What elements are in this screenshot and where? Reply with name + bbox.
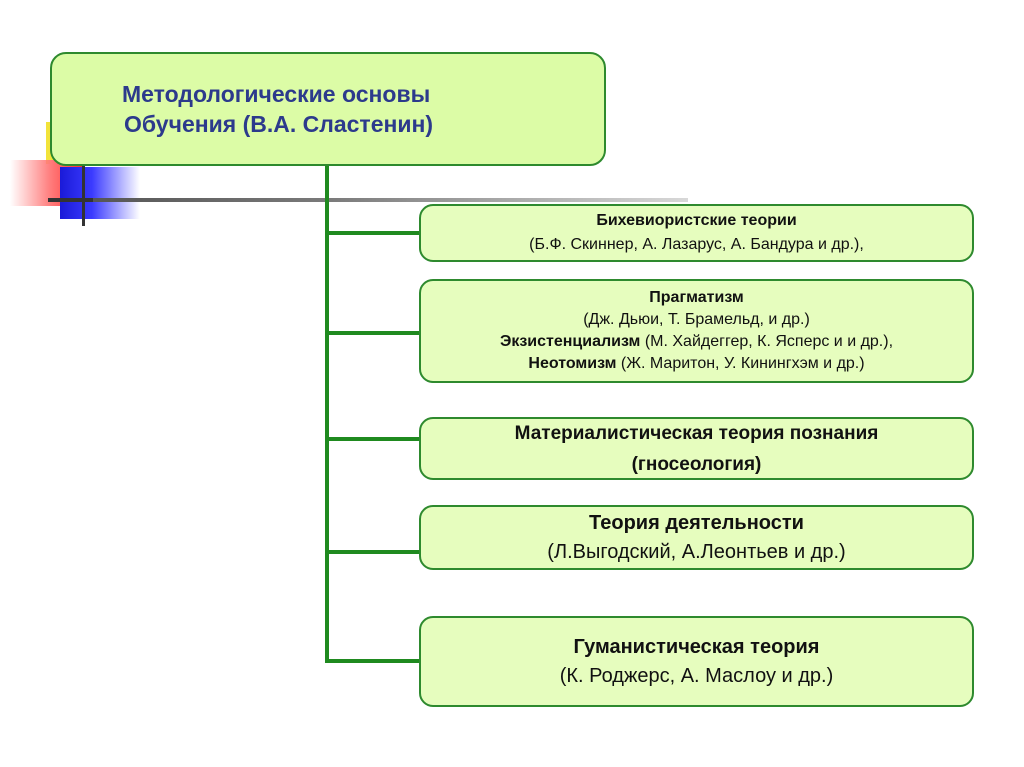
theory-authors: (Б.Ф. Скиннер, А. Лазарус, А. Бандура и … <box>529 236 864 253</box>
theory-authors: (Ж. Маритон, У. Кинингхэм и др.) <box>616 355 865 372</box>
theory-box-materialism: Материалистическая теория познания (гнос… <box>419 417 974 480</box>
theory-heading: Теория деятельности <box>589 511 804 534</box>
theory-authors: (Л.Выгодский, А.Леонтьев и др.) <box>547 540 846 563</box>
theory-line-neothomism: Неотомизм (Ж. Маритон, У. Кинингхэм и др… <box>528 353 864 375</box>
decor-blue-gradient <box>60 167 140 219</box>
theory-authors: (М. Хайдеггер, К. Ясперс и и др.), <box>640 333 894 350</box>
connector-humanistic <box>325 659 421 663</box>
theory-heading: Экзистенциализм <box>499 333 641 350</box>
theory-line-existentialism: Экзистенциализм (М. Хайдеггер, К. Ясперс… <box>500 331 893 353</box>
theory-heading: Материалистическая теория познания <box>514 422 879 444</box>
decor-gray-line <box>88 198 688 202</box>
theory-box-humanistic: Гуманистическая теория (К. Роджерс, А. М… <box>419 616 974 707</box>
theory-subheading: (гносеология) <box>631 453 762 475</box>
connector-materialism <box>325 437 421 441</box>
theory-heading: Прагматизм <box>649 289 744 306</box>
theory-box-activity: Теория деятельности (Л.Выгодский, А.Леон… <box>419 505 974 570</box>
theory-heading: Гуманистическая теория <box>573 635 820 658</box>
connector-behaviorism <box>325 231 421 235</box>
theory-authors: (Дж. Дьюи, Т. Брамельд, и др.) <box>583 311 810 328</box>
theory-box-pragmatism: Прагматизм (Дж. Дьюи, Т. Брамельд, и др.… <box>419 279 974 383</box>
theory-heading: Бихевиористские теории <box>596 212 797 229</box>
theory-box-behaviorism: Бихевиористские теории (Б.Ф. Скиннер, А.… <box>419 204 974 262</box>
root-title-box: Методологические основы Обучения (В.А. С… <box>50 52 606 166</box>
trunk-connector <box>325 166 329 663</box>
theory-heading: Неотомизм <box>528 355 617 372</box>
decor-vertical-line <box>82 160 85 226</box>
title-line-1: Методологические основы <box>122 81 431 107</box>
theory-authors: (К. Роджерс, А. Маслоу и др.) <box>559 664 834 687</box>
title-line-2: Обучения (В.А. Сластенин) <box>124 111 434 137</box>
connector-activity <box>325 550 421 554</box>
decor-horizontal-line <box>48 198 93 202</box>
connector-pragmatism <box>325 331 421 335</box>
